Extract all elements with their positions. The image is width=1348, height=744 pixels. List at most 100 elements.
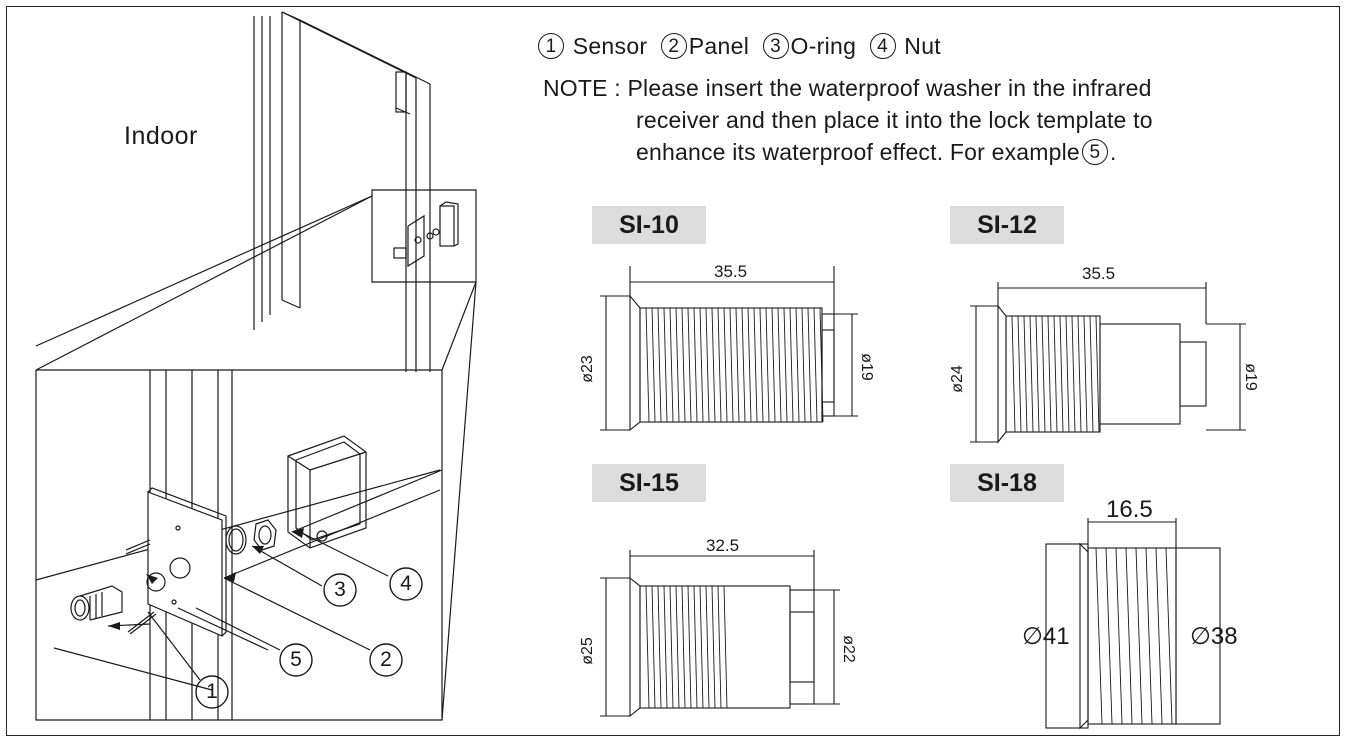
callout-3: 3 xyxy=(334,578,346,601)
thread-line xyxy=(813,307,818,423)
thread-line xyxy=(1053,315,1058,433)
thread-line xyxy=(789,307,794,423)
note-line-2: receiver and then place it into the lock… xyxy=(636,107,1153,133)
legend-num-4: 4 xyxy=(869,33,896,59)
thread-line xyxy=(717,585,722,709)
model-tag-si12: SI-12 xyxy=(950,206,1064,244)
thread-line xyxy=(1115,547,1123,725)
thread-line xyxy=(1023,315,1028,433)
si10-diameter-right: ø19 xyxy=(857,353,875,381)
thread-line xyxy=(711,307,716,423)
thread-line xyxy=(1035,315,1040,433)
si12-diameter-right: ø19 xyxy=(1241,363,1259,391)
thread-line xyxy=(777,307,782,423)
thread-line xyxy=(675,585,680,709)
thread-line xyxy=(759,307,764,423)
thread-line xyxy=(723,585,728,709)
model-tag-si18: SI-18 xyxy=(950,464,1064,502)
thread-line xyxy=(1065,315,1070,433)
thread-line xyxy=(651,307,656,423)
note-text: NOTE : Please insert the waterproof wash… xyxy=(543,72,1153,168)
thread-line xyxy=(681,307,686,423)
si10-length: 35.5 xyxy=(714,262,748,281)
si10-diameter-left: ø23 xyxy=(578,355,596,383)
thread-line xyxy=(681,585,686,709)
si18-length: 16.5 xyxy=(1106,496,1153,523)
thread-line xyxy=(1041,315,1046,433)
thread-line xyxy=(645,585,650,709)
thread-line xyxy=(747,307,752,423)
thread-line xyxy=(1095,315,1100,433)
thread-line xyxy=(1125,547,1133,725)
thread-line xyxy=(1083,315,1088,433)
note-prefix: NOTE : xyxy=(543,75,621,101)
thread-line xyxy=(1077,315,1082,433)
model-tag-si15: SI-15 xyxy=(592,464,706,502)
thread-line xyxy=(669,307,674,423)
callout-5: 5 xyxy=(290,648,302,671)
si12-length: 35.5 xyxy=(1082,264,1116,283)
thread-line xyxy=(699,307,704,423)
thread-line xyxy=(765,307,770,423)
legend-num-3: 3 xyxy=(762,33,789,59)
note-ref-circle: 5 xyxy=(1081,139,1108,165)
thread-line xyxy=(795,307,800,423)
note-line-1: Please insert the waterproof washer in t… xyxy=(627,75,1152,101)
thread-line xyxy=(1135,547,1143,725)
legend-label-oring: O-ring xyxy=(790,33,857,59)
thread-line xyxy=(729,307,734,423)
thread-line xyxy=(669,585,674,709)
legend-num-2: 2 xyxy=(660,33,687,59)
thread-line xyxy=(657,585,662,709)
thread-line xyxy=(717,307,722,423)
si18-diameter-left: ∅41 xyxy=(1022,623,1070,650)
thread-line xyxy=(705,585,710,709)
thread-line xyxy=(693,307,698,423)
thread-line xyxy=(1095,547,1103,725)
thread-line xyxy=(663,585,668,709)
thread-line xyxy=(687,585,692,709)
thread-line xyxy=(675,307,680,423)
thread-line xyxy=(705,307,710,423)
thread-line xyxy=(1047,315,1052,433)
thread-line xyxy=(693,585,698,709)
si12-diameter-left: ø24 xyxy=(948,365,966,393)
si15-diameter-left: ø25 xyxy=(578,637,596,665)
thread-line xyxy=(1011,315,1016,433)
si15-length: 32.5 xyxy=(706,536,740,555)
thread-line xyxy=(699,585,704,709)
legend-label-sensor: Sensor xyxy=(572,33,648,59)
thread-line xyxy=(723,307,728,423)
thread-line xyxy=(735,307,740,423)
legend-num-1: 1 xyxy=(538,33,564,59)
callout-4: 4 xyxy=(400,572,412,595)
note-line-3: enhance its waterproof effect. For examp… xyxy=(636,139,1080,165)
callout-2: 2 xyxy=(380,648,392,671)
thread-line xyxy=(1089,315,1094,433)
thread-line xyxy=(801,307,806,423)
thread-line xyxy=(1145,547,1153,725)
thread-line xyxy=(651,585,656,709)
thread-line xyxy=(663,307,668,423)
thread-line xyxy=(771,307,776,423)
model-tag-si10: SI-10 xyxy=(592,206,706,244)
thread-line xyxy=(657,307,662,423)
indoor-label: Indoor xyxy=(124,122,198,150)
thread-line xyxy=(645,307,650,423)
thread-line xyxy=(1155,547,1163,725)
legend-label-nut: Nut xyxy=(904,33,941,59)
thread-line xyxy=(1071,315,1076,433)
si18-diameter-right: ∅38 xyxy=(1190,623,1238,650)
legend-label-panel: Panel xyxy=(688,33,750,59)
thread-line xyxy=(741,307,746,423)
thread-line xyxy=(807,307,812,423)
thread-line xyxy=(753,307,758,423)
si15-diameter-right: ø22 xyxy=(839,635,857,663)
thread-line xyxy=(687,307,692,423)
callout-1: 1 xyxy=(206,680,218,703)
thread-line xyxy=(1029,315,1034,433)
thread-line xyxy=(1059,315,1064,433)
